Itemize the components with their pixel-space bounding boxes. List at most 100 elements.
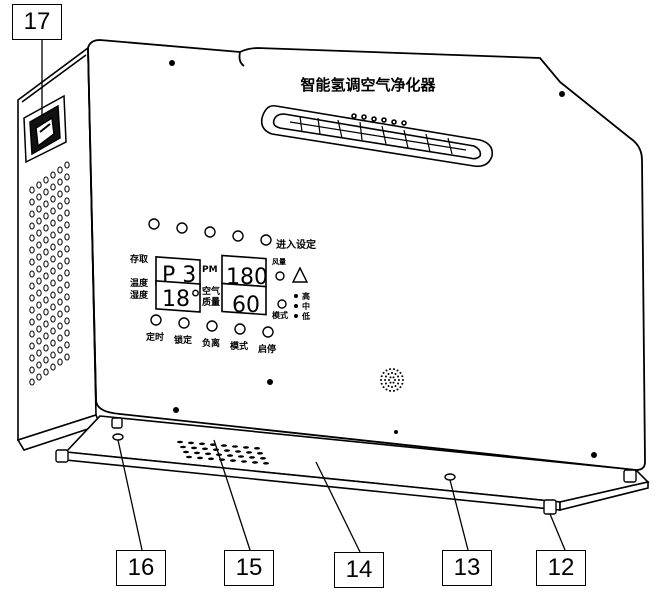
side-vent-hole: [57, 250, 63, 258]
speaker-dot: [392, 376, 395, 379]
speaker-dot: [380, 379, 382, 381]
side-vent-hole: [43, 284, 49, 292]
bottom-vent-slot: [235, 450, 241, 453]
speaker-dot: [385, 388, 388, 391]
side-vent-hole: [64, 245, 70, 253]
side-vent-hole: [50, 291, 56, 299]
side-vent-hole: [64, 341, 70, 349]
settings-icon: [260, 234, 272, 246]
side-vent-hole: [57, 358, 63, 366]
bottom-vent-pattern: [177, 440, 269, 465]
side-vent-hole: [50, 255, 56, 263]
row2-left-label-a: 温度: [130, 277, 149, 289]
bottom-button-label: 锁定: [174, 334, 193, 346]
bottom-vent-slot: [210, 443, 216, 447]
side-vent-hole: [57, 310, 63, 318]
side-vent-hole: [64, 353, 70, 361]
bottom-vent-slot: [194, 451, 200, 455]
bottom-vent-slot: [249, 456, 255, 459]
callout-15: 15: [224, 550, 274, 586]
bottom-vent-slot: [257, 452, 263, 455]
side-vent-hole: [64, 269, 70, 277]
side-vent-hole: [57, 334, 63, 342]
leader-lines: [41, 38, 566, 553]
speed-mid: 中: [302, 301, 310, 311]
side-vent-hole: [57, 190, 63, 198]
speaker-dot: [401, 375, 404, 378]
side-vent-hole: [29, 330, 35, 338]
speaker-dot: [391, 386, 393, 388]
side-vent-hole: [57, 202, 63, 210]
side-vent-hole: [29, 258, 35, 266]
side-vent-hole: [36, 361, 42, 369]
side-vent-hole: [64, 257, 70, 265]
speaker-grille: [380, 368, 404, 392]
power-icon: [148, 218, 160, 230]
bottom-vent-slot: [232, 445, 238, 448]
speaker-dot: [394, 379, 396, 381]
side-vent-hole: [43, 248, 49, 256]
bottom-labels: 定时锁定负离模式启停: [145, 331, 276, 355]
side-vent-hole: [50, 339, 56, 347]
side-vent-hole: [29, 270, 35, 278]
speaker-dot: [401, 382, 404, 385]
screw-marks: [169, 60, 597, 458]
speaker-dot: [397, 375, 400, 378]
bottom-vent-slot: [180, 445, 186, 449]
side-vent-hole: [50, 267, 56, 275]
speaker-dot: [388, 379, 390, 381]
side-vent-hole: [36, 253, 42, 261]
callout-14: 14: [334, 552, 384, 588]
side-vent-hole: [50, 195, 56, 203]
speaker-dot: [392, 389, 395, 392]
side-vent-hole: [57, 346, 63, 354]
feet: [55, 417, 637, 515]
side-vent-hole: [43, 320, 49, 328]
speaker-dot: [396, 388, 399, 391]
speaker-dot: [402, 379, 404, 381]
bottom-vent-slot: [254, 447, 260, 450]
side-vent-hole: [50, 327, 56, 335]
bottom-vent-slot: [252, 461, 258, 464]
bottom-vent-slot: [246, 451, 252, 454]
bottom-vent-slot: [177, 440, 183, 444]
side-vent-hole: [36, 193, 42, 201]
speaker-dot: [392, 368, 395, 371]
side-vent-hole: [64, 197, 70, 205]
speaker-dot: [398, 379, 400, 381]
side-vent-hole: [57, 286, 63, 294]
bottom-vent-slot: [260, 457, 266, 460]
speaker-dot: [397, 382, 400, 385]
power-switch: [23, 94, 67, 164]
side-vent-hole: [57, 298, 63, 306]
speed-low: 低: [301, 311, 310, 321]
side-vent-hole: [64, 221, 70, 229]
side-vent-hole: [64, 317, 70, 325]
bottom-vent-slot: [230, 459, 236, 462]
bottom-vent-slot: [221, 444, 227, 447]
side-vent-hole: [64, 161, 70, 169]
side-vent-hole: [29, 186, 35, 194]
plus-icon: [204, 226, 216, 238]
row2-left-label-b: 湿度: [130, 289, 149, 301]
bottom-vent-slot: [188, 441, 194, 445]
speaker-dot: [399, 386, 402, 389]
display-3-frame: [155, 280, 201, 313]
side-vent-hole: [50, 207, 56, 215]
side-vent-hole: [43, 212, 49, 220]
display-3: 18°: [162, 287, 201, 312]
side-top-label: 风量: [272, 257, 286, 266]
side-vent-hole: [29, 294, 35, 302]
bottom-plate: [64, 415, 650, 512]
side-vent-hole: [43, 344, 49, 352]
side-vent-hole: [57, 262, 63, 270]
bottom-vent-slot: [263, 462, 269, 465]
side-vent-hole: [64, 209, 70, 217]
device-title: 智能氢调空气净化器: [300, 76, 436, 94]
side-vent-hole: [57, 322, 63, 330]
row2-mid-label-a: 空气: [202, 285, 220, 297]
side-vent-hole: [36, 265, 42, 273]
side-vent-hole: [50, 171, 56, 179]
side-vent-hole: [29, 210, 35, 218]
